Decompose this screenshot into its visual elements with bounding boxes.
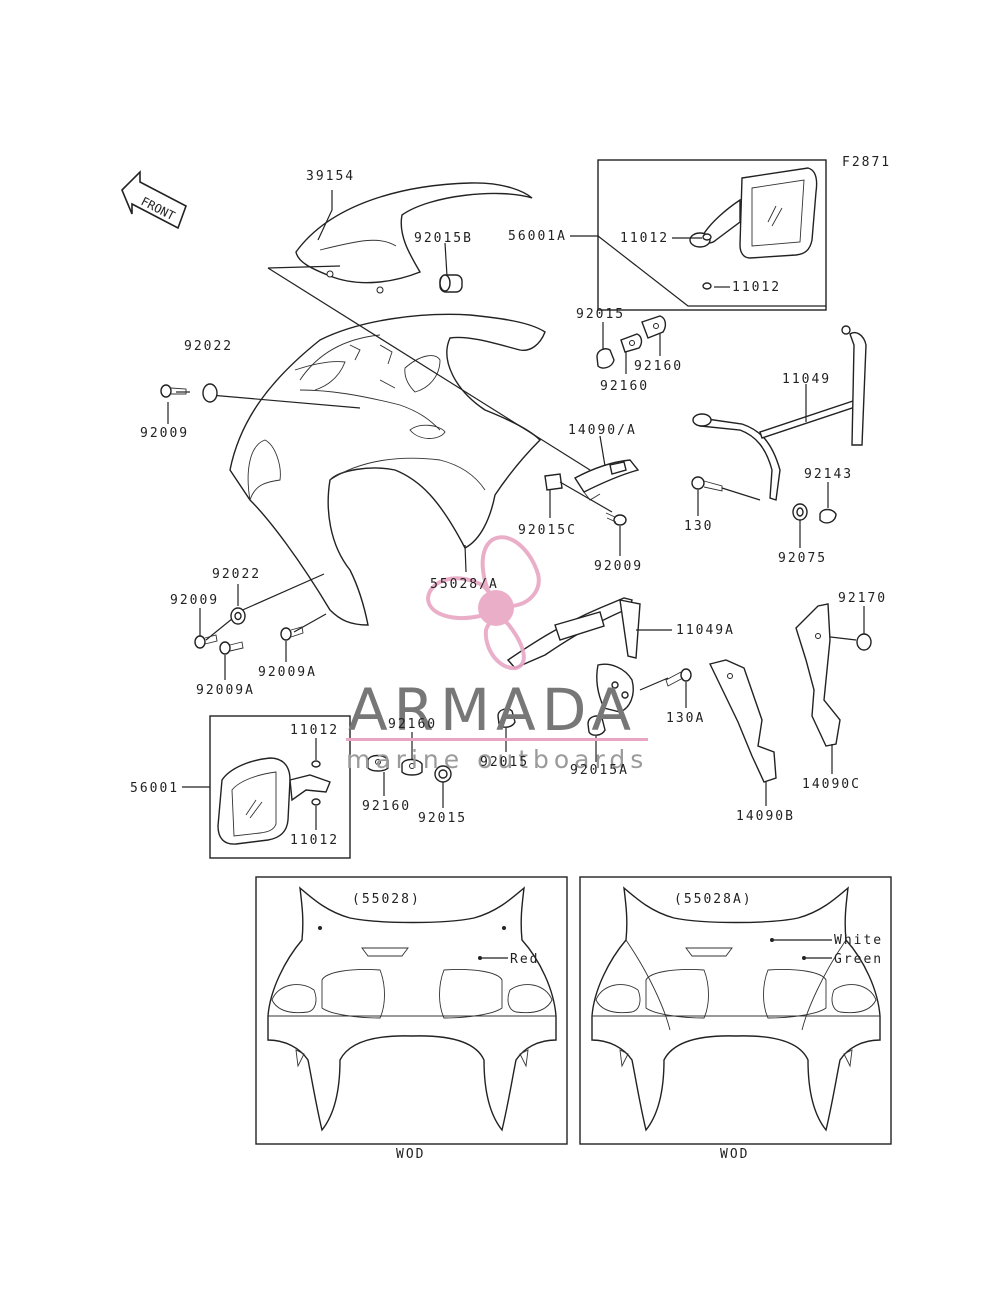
washer-11012-c-part <box>311 760 321 768</box>
variant-55028-color-red: Red <box>510 952 539 967</box>
fairing-cover-part <box>295 182 533 294</box>
clip-92015a-part <box>587 715 606 736</box>
label-11012-d: 11012 <box>290 833 339 848</box>
nut-92160-lower-b-part <box>401 758 423 776</box>
variant-55028-cowling <box>267 886 557 1132</box>
washer-92022-top-part <box>202 383 218 403</box>
label-11012-a: 11012 <box>620 231 669 246</box>
label-92022-a: 92022 <box>184 339 233 354</box>
variant-55028-box <box>255 876 568 1145</box>
watermark-brand: ARMADA <box>348 676 637 744</box>
bracket-14090a-part <box>574 459 640 501</box>
stay-11049a-part <box>506 597 641 713</box>
bolt-92009-top-part <box>160 384 187 398</box>
label-14090a: 14090/A <box>568 423 637 438</box>
washer-11012-a-part <box>702 233 712 241</box>
label-92009a-a: 92009A <box>196 683 255 698</box>
label-11012-c: 11012 <box>290 723 339 738</box>
label-92015-b: 92015 <box>480 755 529 770</box>
label-92160-b: 92160 <box>600 379 649 394</box>
variant-55028a-color-green: Green <box>834 952 883 967</box>
front-arrow-icon: FRONT <box>121 170 187 230</box>
label-92075: 92075 <box>778 551 827 566</box>
bolt-92009a-left-part <box>219 641 244 655</box>
bolt-92009-lower-part <box>194 634 218 649</box>
label-11049a: 11049A <box>676 623 735 638</box>
nut-92160-lower-a-part <box>367 754 389 772</box>
label-11049: 11049 <box>782 372 831 387</box>
cap-92170-part <box>856 633 872 651</box>
label-92015-c: 92015 <box>418 811 467 826</box>
label-92015b: 92015B <box>414 231 473 246</box>
upper-cowling-part <box>229 313 546 626</box>
label-92009a-b: 92009A <box>258 665 317 680</box>
clip-92015-upper-part <box>596 348 615 369</box>
variant-55028a-code: (55028A) <box>674 892 753 907</box>
grommet-92015b-part <box>439 274 463 293</box>
variant-55028-footer: WOD <box>396 1147 425 1162</box>
watermark-underline <box>346 738 648 741</box>
label-92143: 92143 <box>804 467 853 482</box>
label-130: 130 <box>684 519 713 534</box>
label-55028a: 55028/A <box>430 577 499 592</box>
label-56001a: 56001A <box>508 229 567 244</box>
variant-55028a-box <box>579 876 892 1145</box>
label-92009-a: 92009 <box>140 426 189 441</box>
label-92170: 92170 <box>838 591 887 606</box>
label-92015c: 92015C <box>518 523 577 538</box>
washer-92022-lower-part <box>230 607 246 625</box>
variant-55028a-color-white: White <box>834 933 883 948</box>
label-92015-a: 92015 <box>576 307 625 322</box>
nut-92160-upper-b-part <box>620 333 643 353</box>
label-92009-b: 92009 <box>594 559 643 574</box>
label-92022-b: 92022 <box>212 567 261 582</box>
washer-11012-b-part <box>702 282 712 290</box>
mirror-56001a-part <box>689 167 818 259</box>
collar-92075-part <box>792 503 808 521</box>
label-92160-c: 92160 <box>388 717 437 732</box>
armada-watermark-logo <box>425 535 541 671</box>
bracket-14090b-part <box>708 659 777 783</box>
bolt-130a-part <box>665 668 692 687</box>
washer-11012-d-part <box>311 798 321 806</box>
variant-55028-code: (55028) <box>352 892 421 907</box>
nut-92160-upper-a-part <box>641 315 667 339</box>
stay-11049-part <box>692 325 867 501</box>
label-14090b: 14090B <box>736 809 795 824</box>
variant-55028a-footer: WOD <box>720 1147 749 1162</box>
clip-92015c-part <box>544 473 563 491</box>
mirror-56001a-inset <box>597 159 827 311</box>
clip-92015-lower-a-part <box>497 708 516 728</box>
bolt-92009a-right-part <box>280 626 304 641</box>
bracket-14090c-part <box>795 603 841 747</box>
bolt-92009-middle-part <box>605 512 627 526</box>
mirror-56001-part <box>217 757 331 845</box>
damper-92143-part <box>819 508 837 524</box>
label-92015a: 92015A <box>570 763 629 778</box>
bolt-130-part <box>691 476 723 492</box>
label-14090c: 14090C <box>802 777 861 792</box>
label-92160-d: 92160 <box>362 799 411 814</box>
label-92160-a: 92160 <box>634 359 683 374</box>
label-92009-c: 92009 <box>170 593 219 608</box>
variant-55028a-cowling <box>591 886 881 1132</box>
label-130a: 130A <box>666 711 705 726</box>
label-39154: 39154 <box>306 169 355 184</box>
watermark-tagline: marine outboards <box>346 745 648 774</box>
label-56001: 56001 <box>130 781 179 796</box>
figure-code: F2871 <box>842 155 891 170</box>
label-11012-b: 11012 <box>732 280 781 295</box>
